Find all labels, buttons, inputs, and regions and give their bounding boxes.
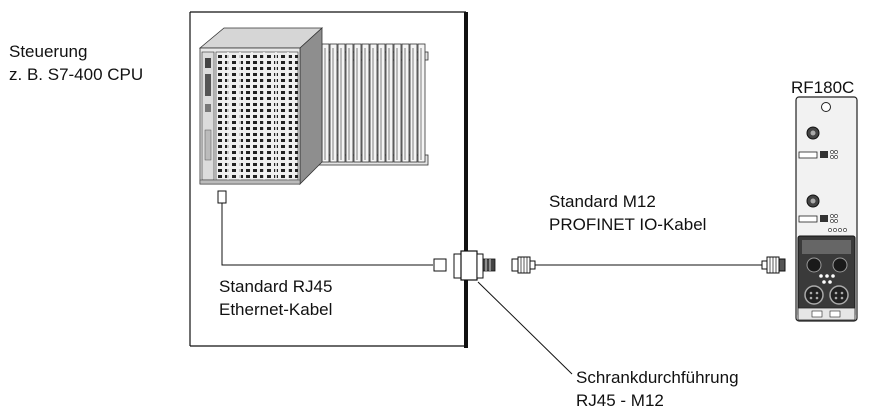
rj45-plug-cpu-icon [217, 190, 227, 204]
ethernet-cable-line [221, 203, 433, 266]
controller-label: Steuerung z. B. S7-400 CPU [9, 40, 143, 86]
controller-label-line1: Steuerung [9, 42, 88, 61]
feedthrough-label: Schrankdurchführung RJ45 - M12 [576, 366, 739, 412]
rj45-cable-label-line2: Ethernet-Kabel [219, 300, 333, 319]
m12-cable-label-line1: Standard M12 [549, 192, 656, 211]
rj45-cable-label: Standard RJ45 Ethernet-Kabel [219, 275, 332, 321]
cabinet-feedthrough-icon [453, 250, 496, 281]
m12-connector-left-icon [511, 256, 536, 274]
control-cabinet [189, 11, 468, 348]
feedthrough-leader-line [477, 281, 573, 375]
rj45-plug-feedthrough-icon [433, 258, 447, 272]
m12-connector-right-icon [761, 256, 786, 274]
rf180c-device-icon [795, 96, 858, 322]
m12-cable-label-line2: PROFINET IO-Kabel [549, 215, 707, 234]
device-label: RF180C [791, 78, 855, 97]
feedthrough-label-line1: Schrankdurchführung [576, 368, 739, 387]
m12-cable-label: Standard M12 PROFINET IO-Kabel [549, 190, 706, 236]
s7-400-controller-rack [198, 27, 429, 185]
rj45-cable-label-line1: Standard RJ45 [219, 277, 333, 296]
feedthrough-label-line2: RJ45 - M12 [576, 391, 664, 410]
controller-label-line2: z. B. S7-400 CPU [9, 65, 144, 84]
